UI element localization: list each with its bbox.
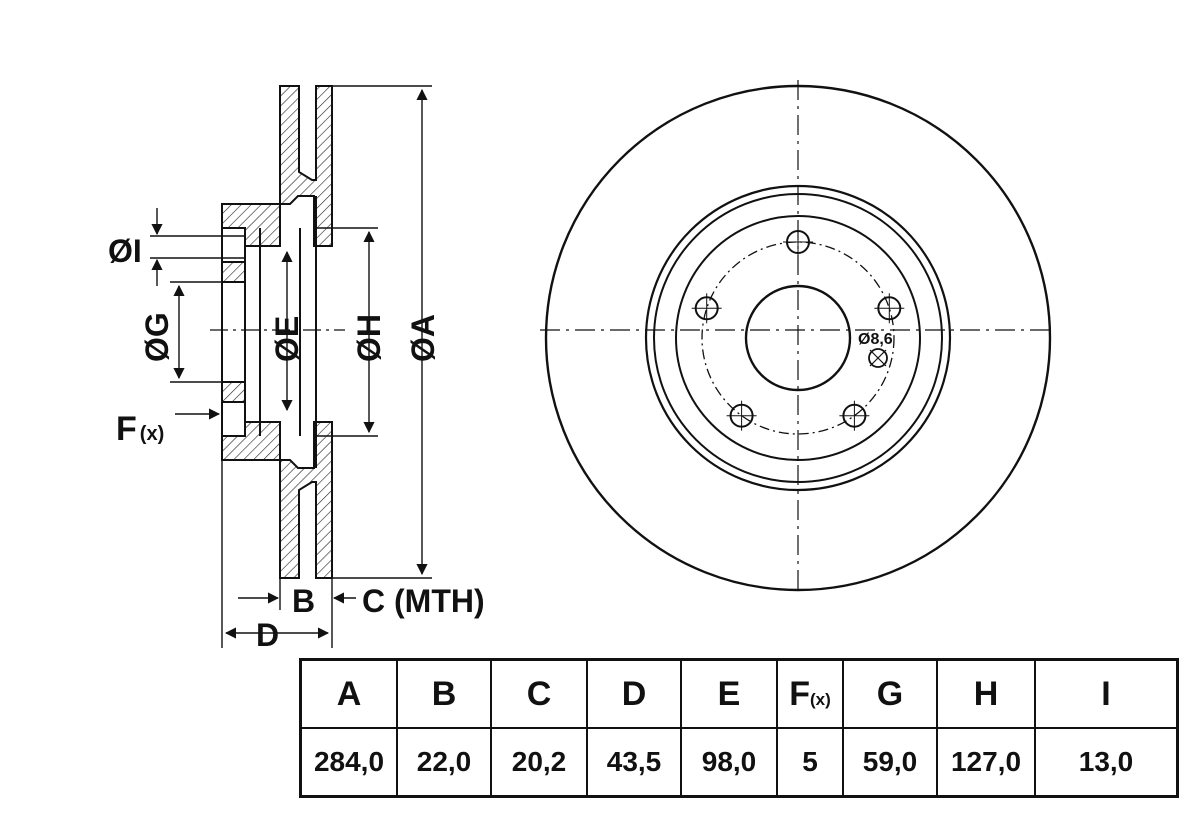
- value-i: 13,0: [1034, 727, 1179, 798]
- header-a: A: [299, 658, 398, 729]
- header-i: I: [1034, 658, 1179, 729]
- label-dia-e: ØE: [269, 316, 305, 362]
- value-h: 127,0: [936, 727, 1036, 798]
- locating-hole: [868, 348, 888, 368]
- value-a: 284,0: [299, 727, 398, 798]
- label-f-sub: (x): [140, 423, 164, 445]
- locating-hole-mark-2: [869, 349, 887, 367]
- value-e: 98,0: [680, 727, 778, 798]
- header-g: G: [842, 658, 938, 729]
- label-dia-h: ØH: [351, 314, 387, 362]
- dimension-a: [332, 85, 432, 579]
- spec-value-row: 284,0 22,0 20,2 43,5 98,0 5 59,0 127,0 1…: [299, 727, 1179, 798]
- value-c: 20,2: [490, 727, 588, 798]
- value-f: 5: [776, 727, 844, 798]
- label-hole-dia: Ø8,6: [858, 331, 893, 348]
- value-g: 59,0: [842, 727, 938, 798]
- header-c: C: [490, 658, 588, 729]
- hub-face-circle: [675, 215, 921, 461]
- label-f: F(x): [116, 410, 164, 448]
- label-f-main: F: [116, 410, 137, 448]
- header-e: E: [680, 658, 778, 729]
- section-view: [221, 85, 333, 579]
- dimension-i: [150, 208, 245, 286]
- header-f: F(x): [776, 658, 844, 729]
- label-dia-g: ØG: [139, 312, 175, 362]
- bolt-pitch-circle: [701, 241, 895, 435]
- spec-table: A B C D E F(x) G H I 284,0 22,0 20,2 43,…: [299, 658, 1179, 798]
- label-dia-a: ØA: [405, 314, 441, 362]
- dimension-g: [170, 281, 245, 383]
- value-d: 43,5: [586, 727, 682, 798]
- hub-hole-section-bottom: [221, 381, 246, 403]
- header-h: H: [936, 658, 1036, 729]
- bolt-holes: [691, 227, 905, 431]
- header-d: D: [586, 658, 682, 729]
- value-b: 22,0: [396, 727, 492, 798]
- label-b: B: [292, 583, 315, 619]
- header-b: B: [396, 658, 492, 729]
- label-d: D: [256, 617, 279, 653]
- dimension-bcd: [221, 436, 356, 648]
- center-bore-circle: [744, 284, 852, 392]
- label-c-mth: C (MTH): [362, 583, 485, 619]
- dimension-h: [316, 227, 378, 437]
- hub-hole-section-top: [221, 261, 246, 283]
- label-dia-i: ØI: [108, 233, 142, 269]
- spec-header-row: A B C D E F(x) G H I: [299, 658, 1179, 729]
